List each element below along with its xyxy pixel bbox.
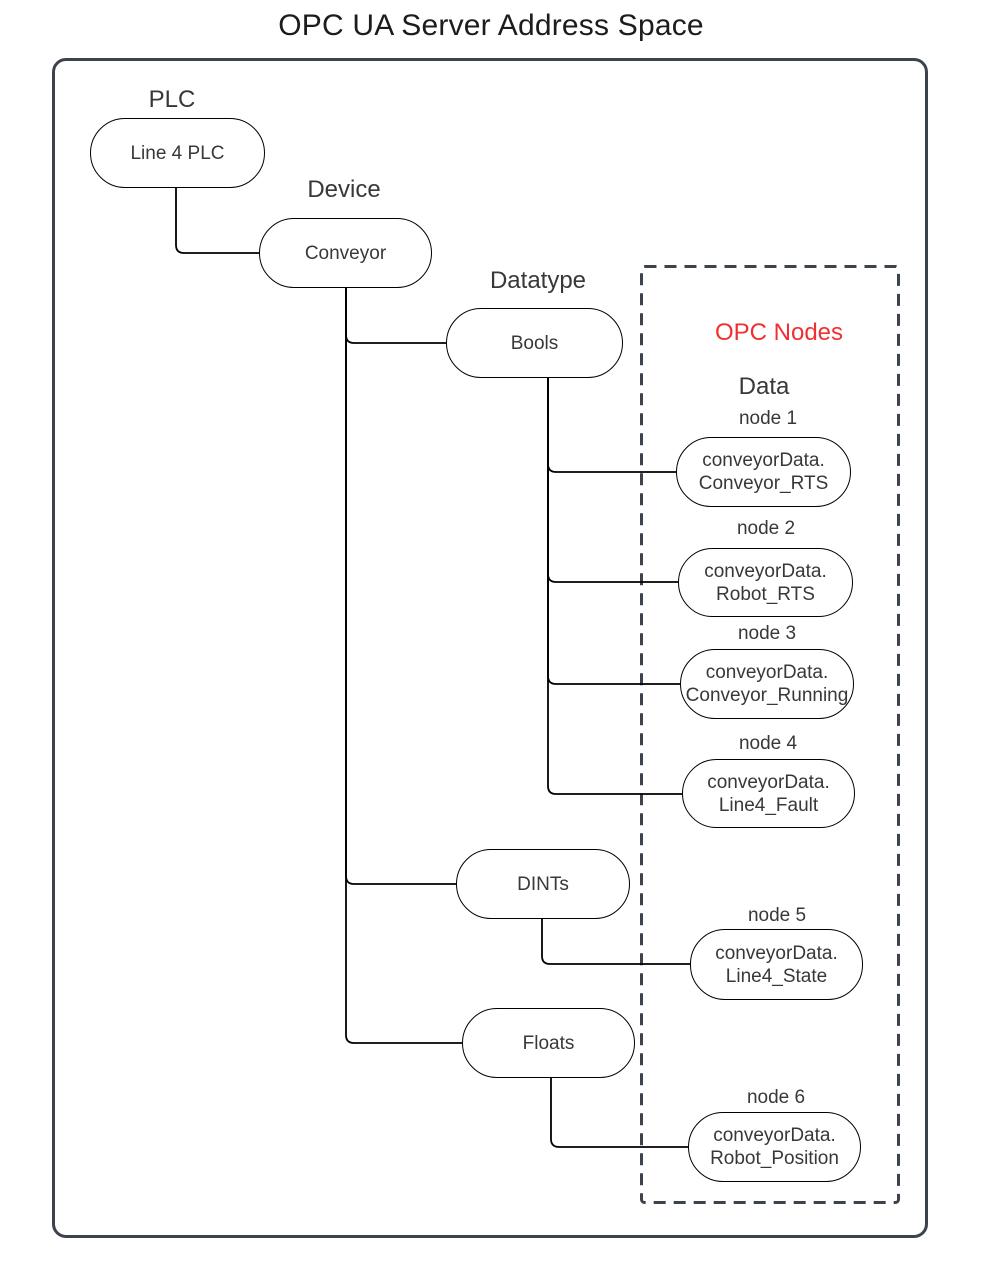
node-5-label: node 5 <box>747 905 807 926</box>
plc-node: Line 4 PLC <box>90 118 265 188</box>
node-4-label: node 4 <box>738 733 798 754</box>
node-4-pill: conveyorData. Line4_Fault <box>682 759 855 828</box>
datatype-floats-node: Floats <box>462 1008 635 1078</box>
plc-node-label: Line 4 PLC <box>130 142 225 164</box>
datatype-dints-node: DINTs <box>456 849 630 919</box>
node-5-pill: conveyorData. Line4_State <box>690 929 863 1000</box>
outer-frame <box>52 58 928 1238</box>
node-1-label: node 1 <box>738 408 798 429</box>
edge-conveyor-to-floats <box>345 288 462 1044</box>
device-node-label: Conveyor <box>304 242 387 264</box>
floats-node-label: Floats <box>522 1032 575 1054</box>
edge-plc-to-conveyor <box>175 188 259 254</box>
node-1-pill: conveyorData. Conveyor_RTS <box>676 437 851 507</box>
device-group-label: Device <box>307 176 381 203</box>
node-2-pill: conveyorData. Robot_RTS <box>678 548 853 617</box>
edge-conveyor-to-dints <box>345 288 456 885</box>
edge-dints-to-node5 <box>541 919 690 965</box>
edge-floats-to-node6 <box>550 1078 688 1148</box>
data-group-label: Data <box>738 373 790 400</box>
edge-bools-to-node1 <box>547 378 676 473</box>
device-node: Conveyor <box>259 218 432 288</box>
node-3-label: node 3 <box>737 623 797 644</box>
node-6-pill: conveyorData. Robot_Position <box>688 1112 861 1182</box>
datatype-group-label: Datatype <box>489 267 587 294</box>
edge-bools-to-node2 <box>547 378 678 583</box>
edge-bools-to-node4 <box>547 378 682 795</box>
edge-conveyor-to-bools <box>345 288 446 344</box>
node-6-label: node 6 <box>746 1087 806 1108</box>
node-3-pill: conveyorData. Conveyor_Running <box>680 649 854 719</box>
node-2-label: node 2 <box>736 518 796 539</box>
bools-node-label: Bools <box>510 332 559 354</box>
opc-nodes-group-box <box>640 265 900 1204</box>
plc-group-label: PLC <box>148 86 196 113</box>
diagram-title: OPC UA Server Address Space <box>278 9 704 42</box>
edge-bools-to-node3 <box>547 378 680 685</box>
datatype-bools-node: Bools <box>446 308 623 378</box>
opc-nodes-group-label: OPC Nodes <box>714 319 844 346</box>
dints-node-label: DINTs <box>517 873 569 895</box>
